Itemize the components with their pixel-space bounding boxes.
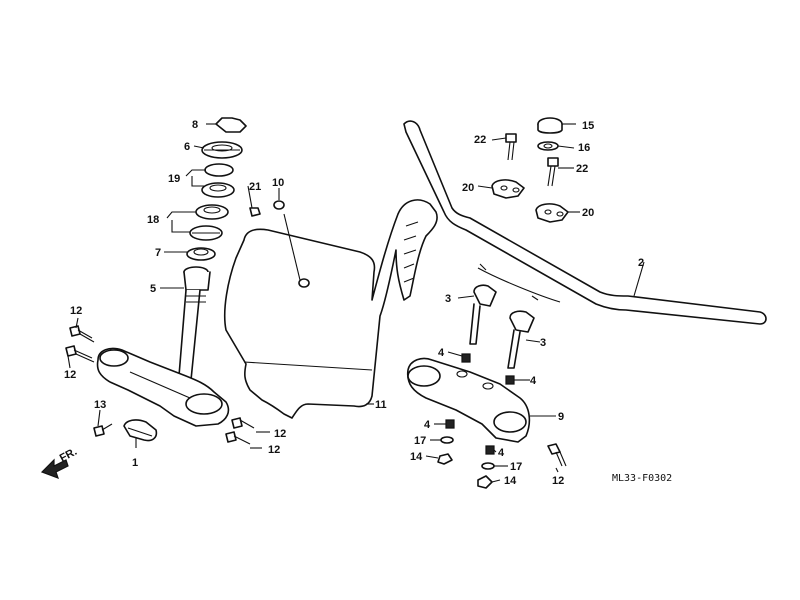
callout-9: 9 (558, 411, 564, 423)
nut-4-a (461, 353, 471, 363)
callout-14-a: 14 (410, 451, 423, 463)
callout-11: 11 (375, 399, 387, 411)
callout-12-e: 12 (552, 475, 564, 487)
callout-10: 10 (272, 177, 284, 189)
callout-19: 19 (168, 173, 180, 185)
washer-17-b (481, 462, 495, 470)
callout-17-b: 17 (510, 461, 522, 473)
callout-12-d: 12 (268, 444, 280, 456)
callout-6: 6 (184, 141, 190, 153)
number-plate (223, 199, 438, 419)
stem-bearing-stack (186, 117, 247, 261)
callout-labels: 8 6 19 21 10 18 7 5 12 12 13 1 12 12 11 … (64, 119, 644, 487)
handlebar-holder-left (469, 284, 497, 345)
direction-label: FR. (58, 446, 79, 465)
callout-14-b: 14 (504, 475, 517, 487)
callout-12-c: 12 (274, 428, 286, 440)
bolt-12-e (547, 443, 567, 467)
upper-holder-b (535, 203, 569, 223)
callout-4-c: 4 (424, 419, 431, 431)
rubber-cap (537, 117, 563, 134)
callout-17-a: 17 (414, 435, 426, 447)
callout-20-right: 20 (582, 207, 594, 219)
callout-13: 13 (94, 399, 106, 411)
bolt-22-upper (505, 133, 517, 161)
callout-1: 1 (132, 457, 138, 469)
callout-4-d: 4 (498, 447, 505, 459)
callout-2: 2 (638, 257, 644, 269)
callout-21: 21 (249, 181, 261, 193)
lower-triple-clamp (96, 347, 230, 442)
callout-20-left: 20 (462, 182, 474, 194)
handlebar (403, 120, 767, 325)
bolt-13 (93, 423, 113, 437)
washer (537, 141, 559, 151)
callout-5: 5 (150, 283, 156, 295)
callout-4-b: 4 (530, 375, 537, 387)
callout-8: 8 (192, 119, 198, 131)
nut-4-c (445, 419, 455, 429)
callout-16: 16 (578, 142, 590, 154)
nut-14-a (437, 453, 453, 465)
bolt-22-lower (547, 157, 559, 187)
drawing-code: ML33-F0302 (612, 473, 672, 484)
upper-holder-a (491, 179, 525, 199)
bolt-12-a (69, 325, 95, 343)
callout-22-left: 22 (474, 134, 486, 146)
grommet-10 (273, 200, 285, 210)
callout-7: 7 (155, 247, 161, 259)
front-direction-arrow: FR. (40, 446, 79, 480)
nut-4-d (485, 445, 495, 455)
bolt-12-d (225, 431, 251, 445)
callout-12-a: 12 (70, 305, 82, 317)
callout-3-right: 3 (540, 337, 546, 349)
top-triple-clamp (406, 357, 531, 443)
callout-12-b: 12 (64, 369, 76, 381)
nut-4-b (505, 375, 515, 385)
callout-22-right: 22 (576, 163, 588, 175)
bolt-12-b (65, 345, 95, 363)
washer-17-a (440, 436, 454, 444)
leader-lines (67, 123, 645, 483)
steering-stem (177, 266, 211, 391)
handlebar-holder-right (507, 310, 535, 369)
callout-15: 15 (582, 120, 594, 132)
callout-18: 18 (147, 214, 159, 226)
bolt-12-c (231, 417, 255, 429)
nut-14-b (477, 475, 493, 489)
bolt-21 (249, 207, 261, 217)
callout-3-left: 3 (445, 293, 451, 305)
callout-4-a: 4 (438, 347, 445, 359)
